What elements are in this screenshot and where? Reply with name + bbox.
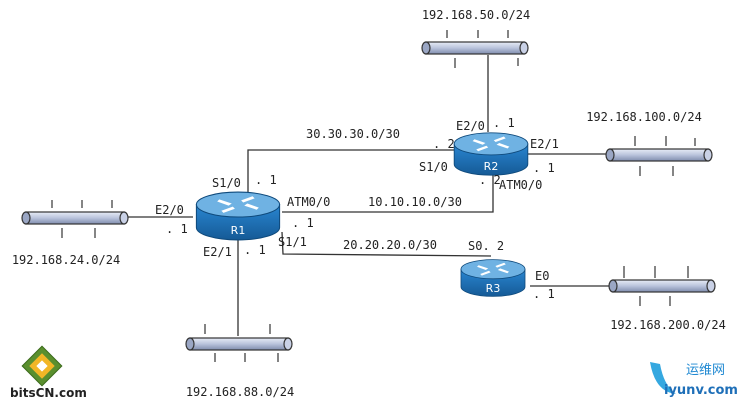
bitscn-logo: bitsCN.com bbox=[10, 345, 87, 400]
label-r1-e21-ip: . 1 bbox=[244, 243, 266, 257]
router-r1[interactable]: R1 bbox=[195, 191, 281, 241]
bitscn-logo-text: bitsCN.com bbox=[10, 386, 87, 400]
label-net-50: 192.168.50.0/24 bbox=[422, 8, 530, 22]
label-net-100: 192.168.100.0/24 bbox=[586, 110, 702, 124]
label-r1-e20-ip: . 1 bbox=[166, 222, 188, 236]
label-r3-e0: E0 bbox=[535, 269, 549, 283]
label-r1-atm-ip: . 1 bbox=[292, 216, 314, 230]
router-r2[interactable]: R2 bbox=[453, 132, 529, 176]
label-r2-atm: ATM0/0 bbox=[499, 178, 542, 192]
iyunv-logo: 运维网 iyunv.com bbox=[650, 362, 738, 398]
label-net-200: 192.168.200.0/24 bbox=[610, 318, 726, 332]
label-r3-e0-ip: . 1 bbox=[533, 287, 555, 301]
links bbox=[128, 55, 612, 336]
label-net-24: 192.168.24.0/24 bbox=[12, 253, 120, 267]
label-link-10: 10.10.10.0/30 bbox=[368, 195, 462, 209]
label-r1-s10-ip: . 1 bbox=[255, 173, 277, 187]
label-r1-s11: S1/1 bbox=[278, 235, 307, 249]
segment-net-24 bbox=[21, 200, 129, 238]
label-r2-s10: S1/0 bbox=[419, 160, 448, 174]
label-r1-atm: ATM0/0 bbox=[287, 195, 330, 209]
label-r2-e21-ip: . 1 bbox=[533, 161, 555, 175]
label-r2-e20-ip: . 1 bbox=[493, 116, 515, 130]
router-r1-label: R1 bbox=[231, 224, 246, 237]
label-r3-s0: S0. 2 bbox=[468, 239, 504, 253]
segment-net-88 bbox=[185, 324, 293, 362]
iyunv-url-text: iyunv.com bbox=[664, 383, 738, 398]
bitscn-logo-icon bbox=[21, 345, 63, 387]
iyunv-cn-text: 运维网 bbox=[686, 363, 725, 378]
label-link-20: 20.20.20.0/30 bbox=[343, 238, 437, 252]
label-r2-atm-ip: . 2 bbox=[479, 173, 501, 187]
link-10-10-10 bbox=[282, 172, 494, 213]
label-r2-e20: E2/0 bbox=[456, 119, 485, 133]
label-r2-e21: E2/1 bbox=[530, 137, 559, 151]
router-r3[interactable]: R3 bbox=[460, 259, 526, 297]
label-r2-s10-ip: . 2 bbox=[433, 137, 455, 151]
label-link-30: 30.30.30.0/30 bbox=[306, 127, 400, 141]
label-net-88: 192.168.88.0/24 bbox=[186, 385, 294, 399]
segment-net-200 bbox=[608, 266, 716, 306]
label-r1-e21: E2/1 bbox=[203, 245, 232, 259]
iyunv-swoosh-icon bbox=[650, 362, 676, 394]
router-r2-label: R2 bbox=[484, 160, 499, 173]
link-20-20-20 bbox=[281, 231, 492, 257]
label-r1-e20: E2/0 bbox=[155, 203, 184, 217]
label-r1-s10: S1/0 bbox=[212, 176, 241, 190]
segment-net-50 bbox=[421, 30, 529, 68]
router-r3-label: R3 bbox=[486, 282, 501, 295]
link-30-30-30 bbox=[247, 149, 457, 192]
segment-net-100 bbox=[605, 136, 713, 176]
